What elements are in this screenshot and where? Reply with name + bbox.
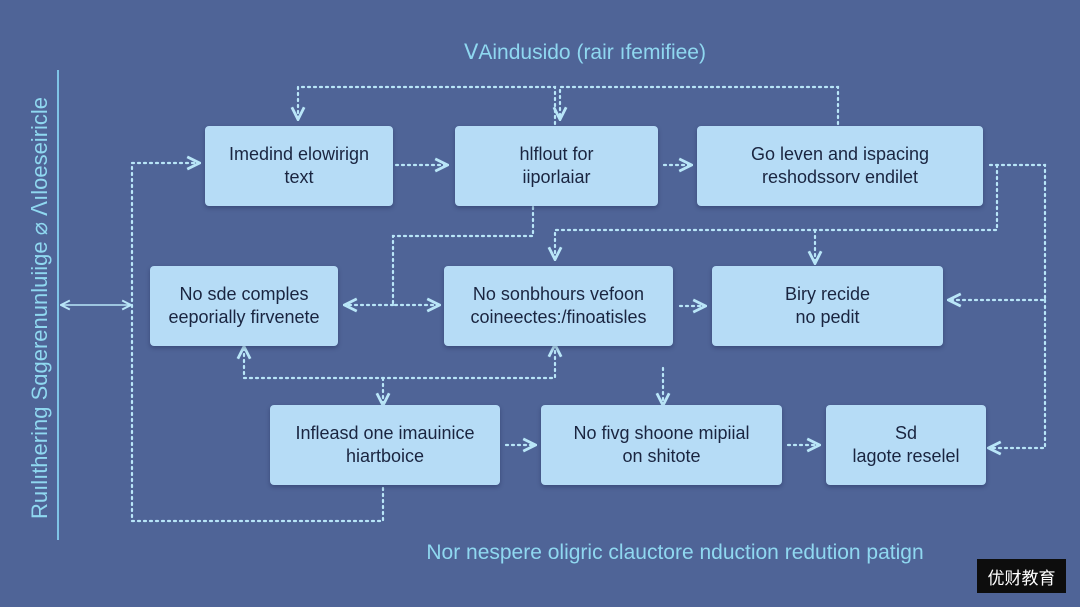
connector-right-loop (950, 163, 1047, 300)
connector-top-loop-n3-n2 (560, 85, 840, 126)
node-5-line-1: No sonbhours vefoon (472, 284, 645, 304)
diagram-footer-caption: Nor nespere oligric clauctore nduction r… (426, 541, 924, 564)
node-8-line-1: No fivg shoone mipiial (573, 423, 750, 443)
connector-n3-down (555, 163, 999, 258)
node-8: No fivg shoone mipiial on shitote (541, 405, 782, 485)
node-6-line-2: no pedit (795, 307, 860, 327)
node-4-line-2: eeporially firvenete (168, 307, 320, 327)
node-6-line-1: Biry recide (784, 284, 871, 304)
node-2: hlflout for iiporlaiar (455, 126, 658, 206)
node-4: No sde comples eeporially firvenete (150, 266, 338, 346)
watermark-badge: 优财教育 (977, 559, 1066, 593)
connector-n6-n9 (990, 298, 1047, 448)
node-9: Sd lagote reselel (826, 405, 986, 485)
node-3-line-1: Go leven and ispacing (750, 144, 930, 164)
node-9-line-1: Sd (894, 423, 917, 443)
node-7-line-1: Infleasd one imauinice (295, 423, 475, 443)
side-label-container: Ruılıthering Sɑgerenunluiige ⌀ ᐱıloeseir… (22, 70, 58, 545)
node-7-line-2: hiartboice (345, 446, 425, 466)
node-5-line-2: coineectes:/finoatisles (470, 307, 647, 327)
node-1: Imedind elowirign text (205, 126, 393, 206)
node-4-line-1: No sde comples (179, 284, 309, 304)
connector-left-loop (130, 163, 385, 523)
node-6: Biry recide no pedit (712, 266, 943, 346)
node-8-line-2: on shitote (622, 446, 701, 466)
node-7: Infleasd one imauinice hiartboice (270, 405, 500, 485)
node-3-line-2: reshodssorv endilet (761, 167, 919, 187)
node-2-line-1: hlflout for (519, 144, 594, 164)
diagram-title: ᐯAindusido (rair ıfemifiee) (464, 41, 706, 64)
side-label: Ruılıthering Sɑgerenunluiige ⌀ ᐱıloeseir… (27, 96, 52, 519)
node-1-line-1: Imedind elowirign (228, 144, 370, 164)
node-3: Go leven and ispacing reshodssorv endilet (697, 126, 983, 206)
node-5: No sonbhours vefoon coineectes:/finoatisl… (444, 266, 673, 346)
connector-n2-down (391, 205, 535, 305)
node-9-line-2: lagote reselel (852, 446, 960, 466)
connector-n4-n5-loop (244, 346, 555, 380)
node-1-line-2: text (284, 167, 314, 187)
node-2-line-2: iiporlaiar (522, 167, 591, 187)
connector-top-loop-n2-n1 (298, 85, 557, 126)
side-rule (57, 70, 59, 540)
